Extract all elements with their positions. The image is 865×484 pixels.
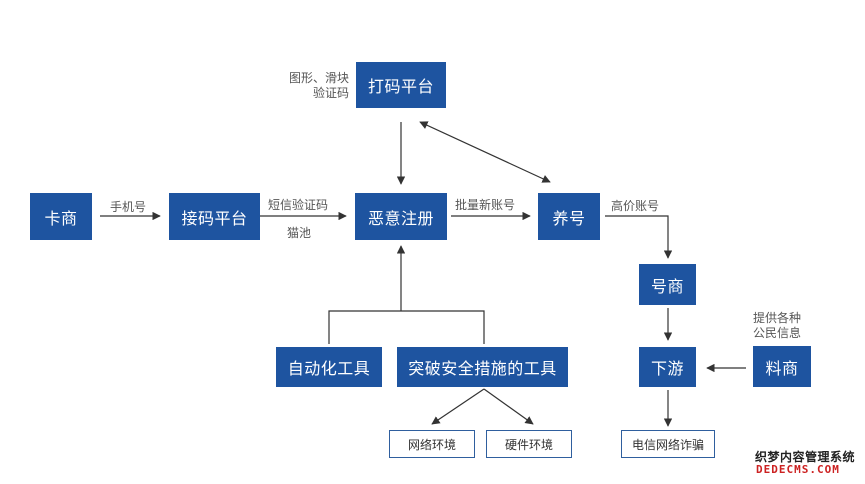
- arrow-dama-yanghao-bidirectional: [419, 121, 551, 183]
- label-citizen-info: 提供各种 公民信息: [753, 311, 801, 341]
- node-account-dealer: 号商: [639, 264, 696, 305]
- label-cat-pool: 猫池: [287, 226, 312, 240]
- node-hardware-environment: 硬件环境: [486, 430, 572, 458]
- node-network-environment: 网络环境: [389, 430, 475, 458]
- label-high-price-accounts: 高价账号: [611, 199, 660, 213]
- label-captcha-types: 图形、滑块 验证码: [270, 71, 349, 101]
- connector-tools-bracket: [328, 310, 485, 344]
- label-bulk-new-accounts: 批量新账号: [455, 198, 516, 212]
- arrow-tupo-to-wangluo: [431, 388, 485, 425]
- arrow-yanghao-to-haoshang: [605, 215, 673, 259]
- arrow-tupo-to-yingjian: [483, 388, 534, 425]
- label-citizen-line1: 提供各种: [753, 311, 802, 325]
- label-captcha-line2: 验证码: [312, 86, 349, 100]
- label-phone-number: 手机号: [110, 200, 147, 214]
- node-sms-code-platform: 接码平台: [169, 193, 260, 240]
- label-captcha-line1: 图形、滑块: [288, 71, 349, 85]
- node-security-bypass-tools: 突破安全措施的工具: [397, 347, 568, 387]
- label-sms-code: 短信验证码: [268, 198, 329, 212]
- node-downstream: 下游: [639, 347, 696, 387]
- watermark-en: DEDECMS.COM: [756, 463, 840, 476]
- label-citizen-line2: 公民信息: [753, 326, 802, 340]
- node-data-dealer: 料商: [753, 346, 811, 387]
- node-dama-platform: 打码平台: [356, 62, 446, 108]
- node-telecom-fraud: 电信网络诈骗: [621, 430, 715, 458]
- node-card-merchant: 卡商: [30, 193, 92, 240]
- node-account-farming: 养号: [538, 193, 600, 240]
- watermark-cn: 织梦内容管理系统: [755, 450, 856, 464]
- node-automation-tools: 自动化工具: [276, 347, 382, 387]
- node-malicious-registration: 恶意注册: [355, 193, 447, 240]
